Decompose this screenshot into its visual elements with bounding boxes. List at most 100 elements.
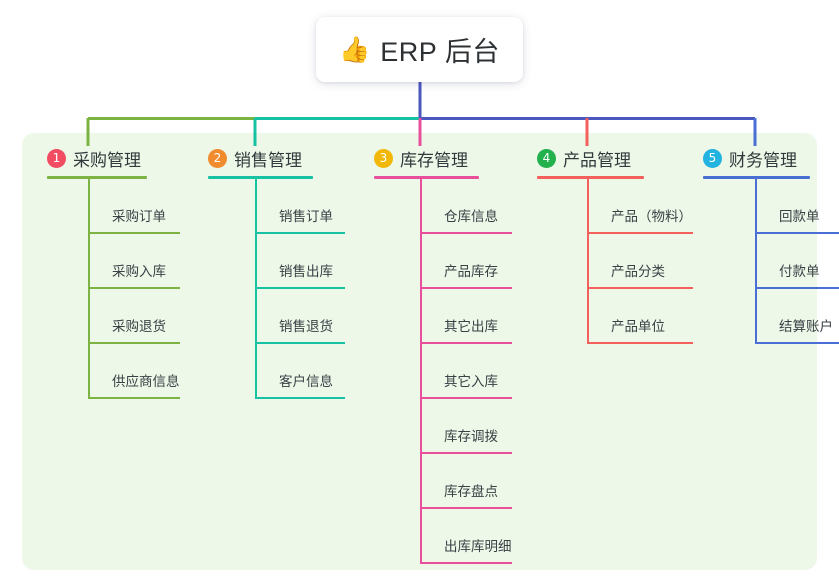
column-number-badge: 1 <box>47 148 66 168</box>
list-item[interactable]: 其它入库 <box>420 344 512 399</box>
list-item-rule <box>88 232 180 234</box>
column-header-3[interactable]: 3 库存管理 <box>374 146 479 170</box>
column-stem-line <box>420 179 422 564</box>
list-item-rule <box>755 342 839 344</box>
list-item-rule <box>587 232 693 234</box>
column-header-rule <box>208 176 313 179</box>
column-stem-line <box>587 179 589 344</box>
column-stem-line <box>88 179 90 399</box>
column-title: 库存管理 <box>400 150 468 170</box>
list-item-rule <box>420 452 512 454</box>
list-item-label: 其它入库 <box>444 374 498 389</box>
list-item-rule <box>88 287 180 289</box>
list-item[interactable]: 产品库存 <box>420 234 512 289</box>
list-item-rule <box>755 232 839 234</box>
column-items: 采购订单采购入库采购退货供应商信息 <box>88 179 180 399</box>
list-item-label: 仓库信息 <box>444 209 498 224</box>
list-item-rule <box>88 342 180 344</box>
column-1: 1 采购管理采购订单采购入库采购退货供应商信息 <box>47 146 180 399</box>
list-item-label: 结算账户 <box>779 319 833 334</box>
root-node-card[interactable]: 👍 ERP 后台 <box>316 17 523 82</box>
list-item[interactable]: 采购订单 <box>88 179 180 234</box>
column-5: 5 财务管理回款单付款单结算账户 <box>703 146 839 344</box>
list-item-rule <box>255 287 345 289</box>
list-item[interactable]: 产品单位 <box>587 289 693 344</box>
column-title: 财务管理 <box>729 150 797 170</box>
list-item-label: 采购订单 <box>112 209 166 224</box>
list-item[interactable]: 销售出库 <box>255 234 345 289</box>
list-item-rule <box>587 287 693 289</box>
column-header-rule <box>537 176 644 179</box>
list-item[interactable]: 供应商信息 <box>88 344 180 399</box>
list-item-rule <box>420 507 512 509</box>
column-title: 销售管理 <box>234 150 302 170</box>
thumbs-up-icon: 👍 <box>339 35 371 64</box>
list-item-label: 产品分类 <box>611 264 665 279</box>
list-item[interactable]: 产品分类 <box>587 234 693 289</box>
list-item-label: 供应商信息 <box>112 374 180 389</box>
column-3: 3 库存管理仓库信息产品库存其它出库其它入库库存调拨库存盘点出库库明细 <box>374 146 512 564</box>
list-item-rule <box>88 397 180 399</box>
list-item-label: 回款单 <box>779 209 820 224</box>
column-header-rule <box>47 176 147 179</box>
list-item-label: 产品单位 <box>611 319 665 334</box>
column-number-badge: 5 <box>703 148 722 168</box>
column-2: 2 销售管理销售订单销售出库销售退货客户信息 <box>208 146 345 399</box>
list-item[interactable]: 付款单 <box>755 234 839 289</box>
list-item[interactable]: 产品（物料） <box>587 179 693 234</box>
list-item-label: 其它出库 <box>444 319 498 334</box>
list-item-label: 出库库明细 <box>444 539 512 554</box>
list-item[interactable]: 销售订单 <box>255 179 345 234</box>
column-header-rule <box>703 176 810 179</box>
column-items: 产品（物料） 产品分类产品单位 <box>587 179 693 344</box>
list-item[interactable]: 回款单 <box>755 179 839 234</box>
list-item-label: 采购入库 <box>112 264 166 279</box>
column-header-rule <box>374 176 479 179</box>
list-item-rule <box>255 232 345 234</box>
list-item-rule <box>420 397 512 399</box>
list-item[interactable]: 销售退货 <box>255 289 345 344</box>
column-title: 产品管理 <box>563 150 631 170</box>
list-item-label: 客户信息 <box>279 374 333 389</box>
root-node-title: ERP 后台 <box>380 37 500 67</box>
list-item-label: 销售出库 <box>279 264 333 279</box>
list-item[interactable]: 结算账户 <box>755 289 839 344</box>
list-item-label: 付款单 <box>779 264 820 279</box>
column-items: 销售订单销售出库销售退货客户信息 <box>255 179 345 399</box>
list-item-rule <box>420 562 512 564</box>
list-item-label: 库存调拨 <box>444 429 498 444</box>
list-item-label: 产品（物料） <box>611 209 692 224</box>
column-items: 仓库信息产品库存其它出库其它入库库存调拨库存盘点出库库明细 <box>420 179 512 564</box>
list-item-rule <box>255 397 345 399</box>
column-title: 采购管理 <box>73 150 141 170</box>
diagram-panel <box>22 133 817 570</box>
list-item-rule <box>420 232 512 234</box>
column-stem-line <box>255 179 257 399</box>
list-item-label: 产品库存 <box>444 264 498 279</box>
list-item-label: 销售订单 <box>279 209 333 224</box>
list-item[interactable]: 库存调拨 <box>420 399 512 454</box>
list-item-label: 采购退货 <box>112 319 166 334</box>
column-number-badge: 3 <box>374 148 393 168</box>
column-stem-line <box>755 179 757 344</box>
column-header-1[interactable]: 1 采购管理 <box>47 146 147 170</box>
list-item[interactable]: 客户信息 <box>255 344 345 399</box>
list-item-label: 库存盘点 <box>444 484 498 499</box>
list-item[interactable]: 采购退货 <box>88 289 180 344</box>
list-item-rule <box>420 287 512 289</box>
column-header-5[interactable]: 5 财务管理 <box>703 146 810 170</box>
column-header-2[interactable]: 2 销售管理 <box>208 146 313 170</box>
list-item-label: 销售退货 <box>279 319 333 334</box>
list-item[interactable]: 其它出库 <box>420 289 512 344</box>
list-item-rule <box>587 342 693 344</box>
list-item-rule <box>255 342 345 344</box>
list-item[interactable]: 仓库信息 <box>420 179 512 234</box>
list-item[interactable]: 库存盘点 <box>420 454 512 509</box>
column-number-badge: 2 <box>208 148 227 168</box>
list-item[interactable]: 出库库明细 <box>420 509 512 564</box>
list-item[interactable]: 采购入库 <box>88 234 180 289</box>
